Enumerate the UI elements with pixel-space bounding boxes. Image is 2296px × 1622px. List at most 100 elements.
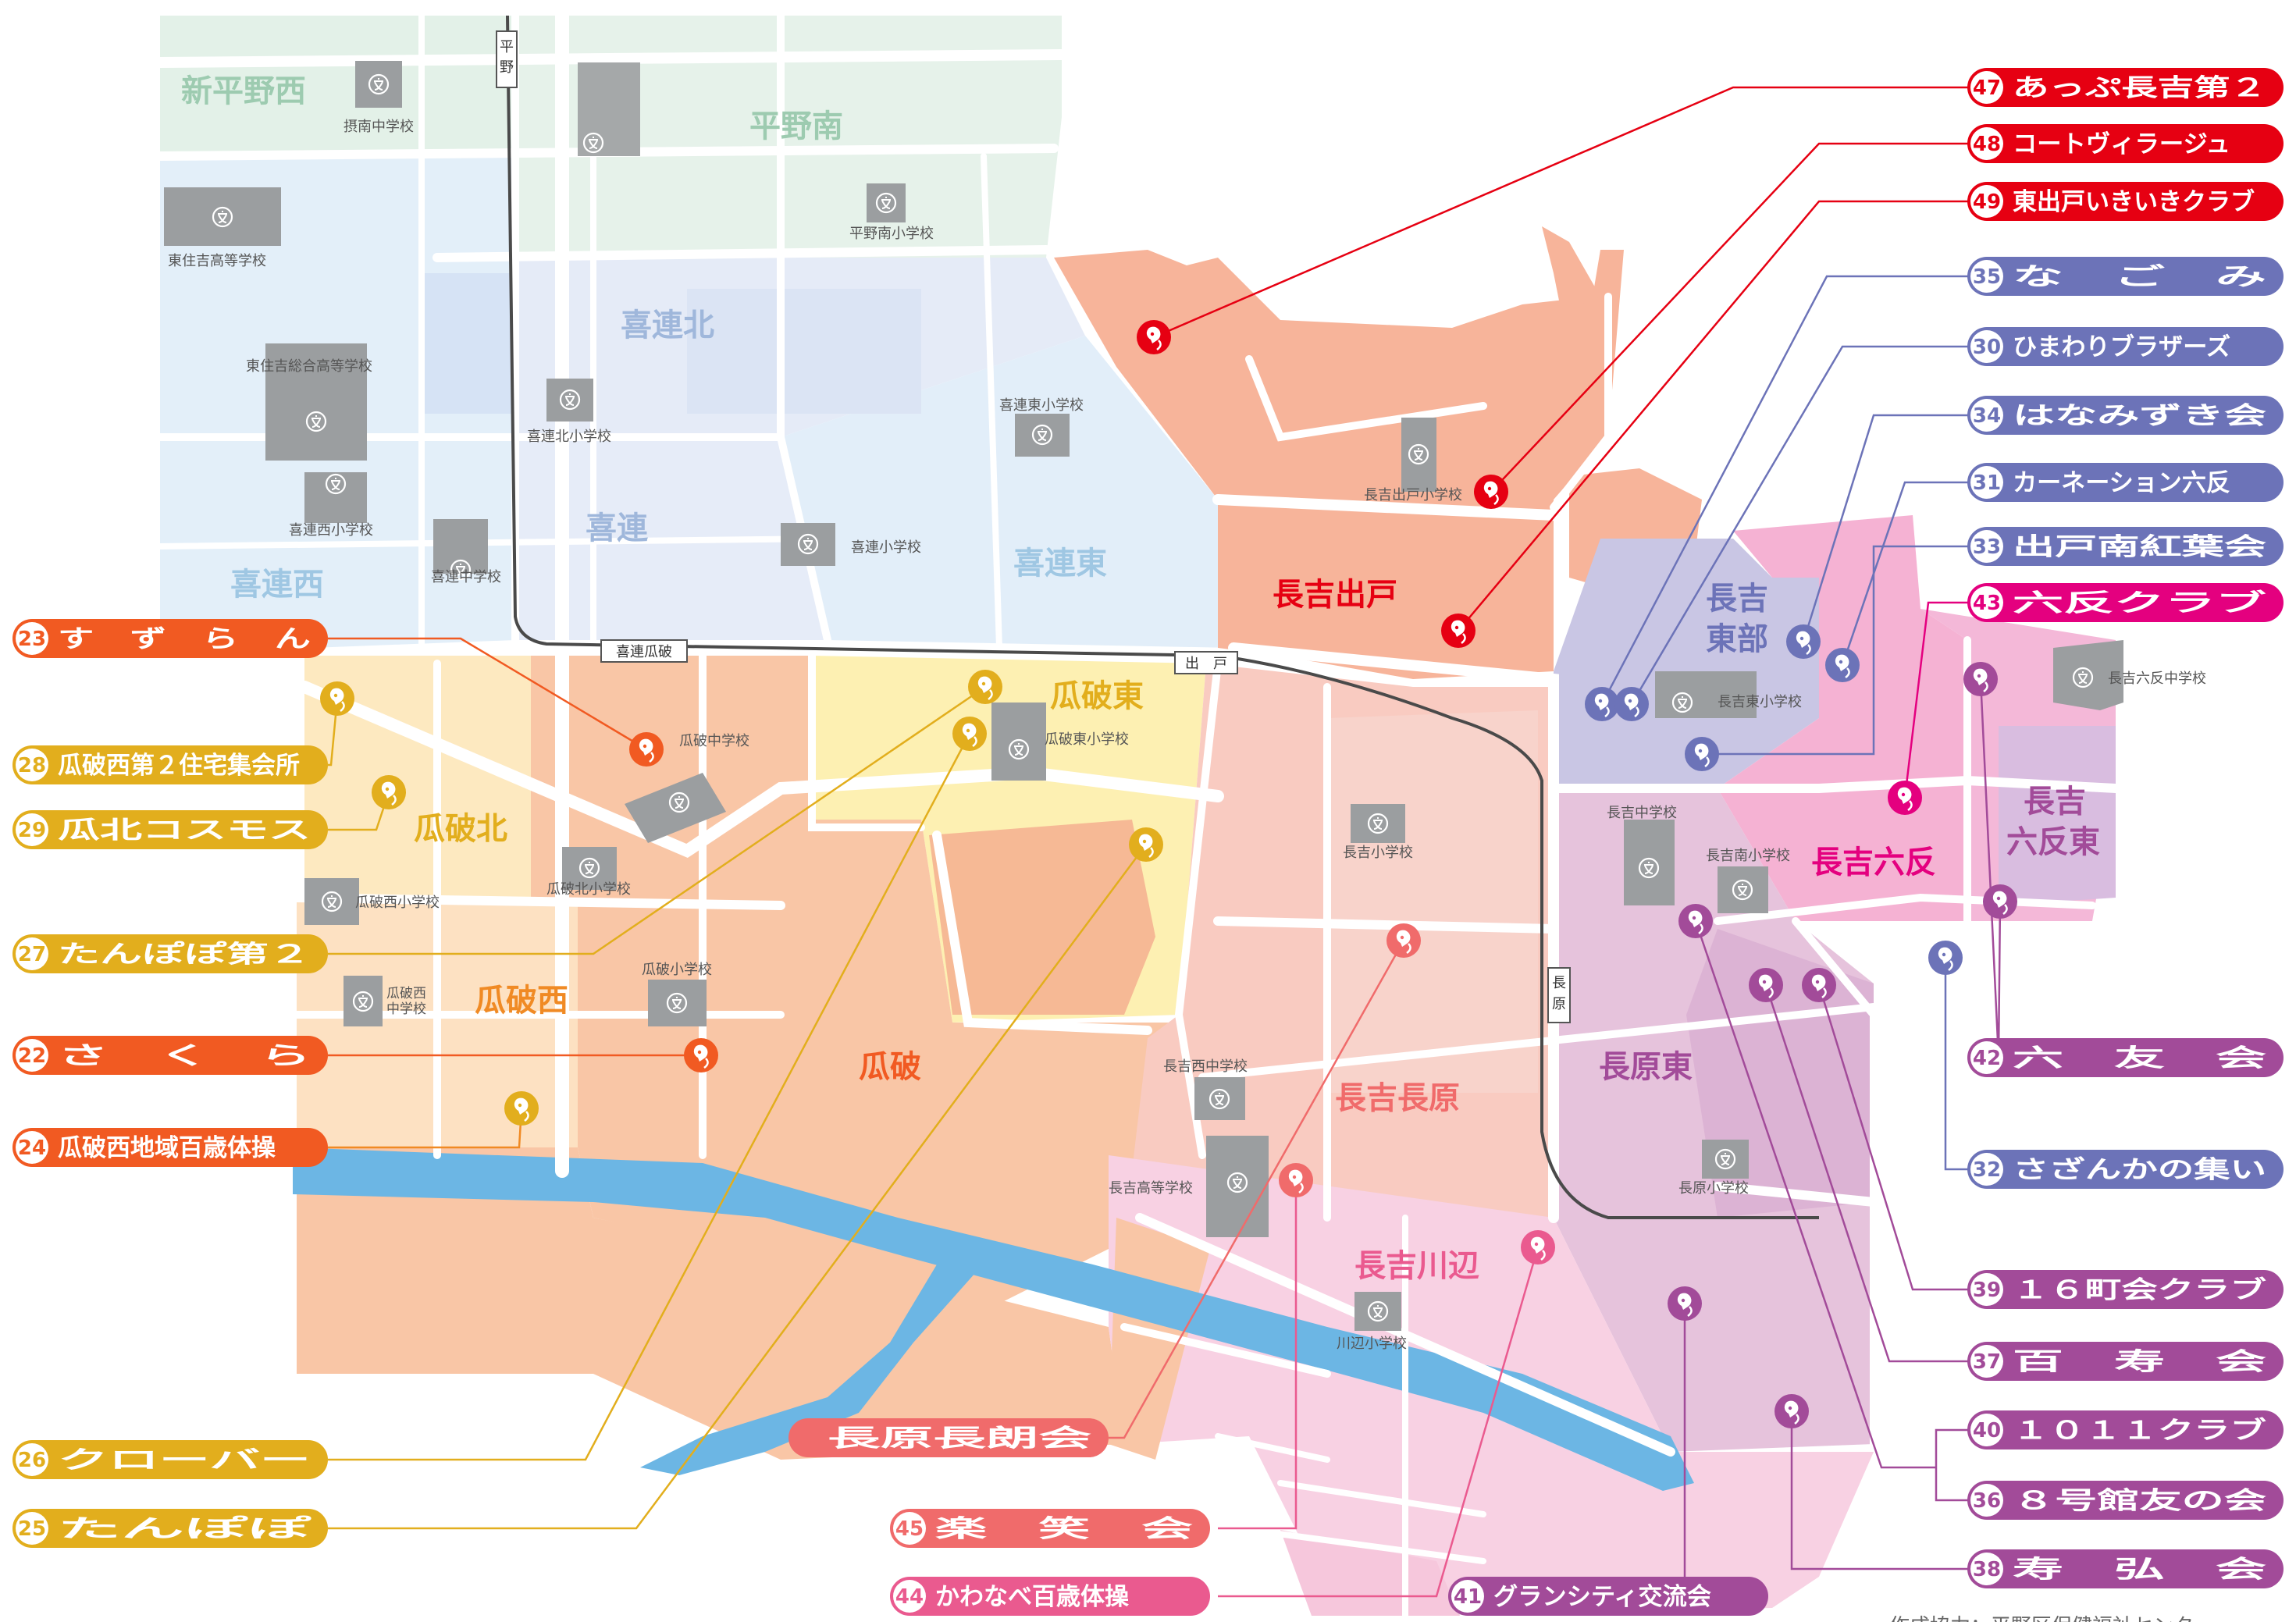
- pin-icon: [682, 1037, 720, 1074]
- school-label: 東住吉総合高等学校: [246, 358, 372, 375]
- badge-number-circle: [1970, 1484, 2003, 1517]
- pin-icon: [628, 731, 665, 768]
- badge-number-circle: [1970, 1273, 2003, 1306]
- badge-number-circle: [1970, 1153, 2003, 1186]
- area-hirano-minami: [515, 16, 1062, 258]
- pin-icon: [1677, 902, 1714, 940]
- badge-number: 32: [1973, 1158, 2001, 1182]
- badge-label: 六反クラブ: [2013, 589, 2266, 617]
- school-label: 東住吉高等学校: [168, 253, 266, 269]
- badge-number-circle: [1970, 1041, 2003, 1074]
- badge-number: 24: [18, 1136, 46, 1160]
- group-badge[interactable]: 36 ８号館友の会: [1967, 1481, 2284, 1520]
- group-badge[interactable]: 33 出戸南紅葉会: [1967, 527, 2284, 566]
- badge-number: 33: [1973, 535, 2001, 559]
- badge-number: 48: [1973, 133, 2001, 156]
- pin-icon: [1519, 1229, 1557, 1266]
- school-label: 喜連中学校: [431, 569, 501, 585]
- badge-label: 長原長朗会: [828, 1425, 1091, 1453]
- school-blocks: [164, 61, 2123, 1331]
- badge-number-circle: [893, 1512, 926, 1545]
- school-label: 平野南小学校: [849, 226, 934, 242]
- badge-number-circle: [1970, 71, 2003, 104]
- badge-label: 出戸南紅葉会: [2013, 533, 2266, 561]
- badge-number: 35: [1973, 265, 2001, 289]
- group-badge[interactable]: 38 寿 弘 会: [1967, 1549, 2284, 1588]
- district-label: 喜連東: [1013, 546, 1107, 582]
- badge-number-circle: [1970, 1414, 2003, 1446]
- school-label: 瓜破中学校: [679, 733, 749, 749]
- district-label: 瓜破北: [414, 811, 507, 847]
- badge-number: 38: [1973, 1558, 2001, 1581]
- school-label: 瓜破西小学校: [355, 895, 440, 911]
- badge-number: 31: [1973, 471, 2001, 495]
- badge-number: 41: [1454, 1585, 1482, 1609]
- district-label: 喜連北: [621, 308, 714, 343]
- badge-number-circle: [893, 1580, 926, 1613]
- district-label: 長吉: [2024, 784, 2086, 820]
- pin-icon: [1277, 1161, 1315, 1199]
- svg-text:平: 平: [500, 39, 514, 55]
- group-badge[interactable]: 49 東出戸いきいきクラブ: [1967, 182, 2284, 221]
- group-badge[interactable]: 40 １０１１クラブ: [1967, 1410, 2284, 1449]
- svg-text:原: 原: [1552, 996, 1566, 1012]
- badge-label: 寿 弘 会: [2013, 1556, 2266, 1584]
- badge-number: 26: [18, 1449, 46, 1472]
- badge-number: 40: [1973, 1419, 2001, 1442]
- school-label: 瓜破北小学校: [546, 881, 631, 898]
- pin-icon: [1824, 646, 1861, 684]
- area-nagayoshi-deto: [1054, 250, 1624, 679]
- area-uriwari-south: [297, 1147, 1124, 1460]
- badge-label: たんぽぽ: [58, 1515, 313, 1543]
- area-nagayoshi-rokutan: [1718, 515, 1967, 921]
- river-main: [293, 1147, 1694, 1491]
- badge-number: 49: [1973, 190, 2001, 214]
- pin-icon: [951, 715, 988, 752]
- badge-number: 45: [895, 1517, 924, 1541]
- badge-label: さ く ら: [58, 1042, 311, 1070]
- badge-label: １０１１クラブ: [2013, 1417, 2266, 1445]
- area-uriwari-kita-2: [304, 656, 531, 905]
- badge-number: 29: [18, 819, 46, 842]
- school-label: 長吉東小学校: [1718, 694, 1802, 710]
- group-badge[interactable]: 47 あっぷ長吉第２: [1967, 68, 2284, 107]
- badge-label: たんぽぽ第２: [58, 941, 311, 969]
- badge-number: 37: [1973, 1350, 2001, 1374]
- badge-number: 36: [1973, 1489, 2001, 1513]
- pin-icon: [1472, 473, 1510, 510]
- svg-text:長: 長: [1552, 975, 1566, 991]
- badge-label: 東出戸いきいきクラブ: [2013, 188, 2255, 216]
- badge-number-circle: [1970, 1553, 2003, 1585]
- badge-label: あっぷ長吉第２: [2013, 74, 2266, 102]
- group-badge[interactable]: 長原長朗会: [788, 1418, 1109, 1457]
- badge-label: ８号館友の会: [2013, 1487, 2266, 1515]
- road-sign-label: 出 戸: [1185, 656, 1227, 672]
- badge-number-circle: [1970, 185, 2003, 218]
- pin-icon: [1785, 623, 1822, 660]
- area-rokutan-higashi-purple: [1999, 726, 2116, 905]
- badge-number-circle: [1970, 399, 2003, 432]
- badge-number: 47: [1973, 76, 2001, 100]
- area-kire-inner-block: [422, 273, 515, 414]
